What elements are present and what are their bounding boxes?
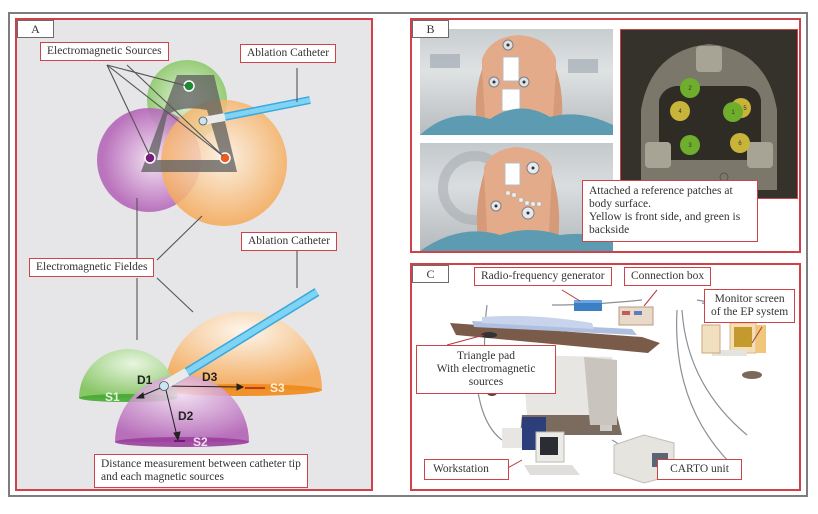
figure-frame bbox=[8, 12, 808, 497]
purple-hemisphere bbox=[115, 375, 249, 442]
panel-b: 2 4 5 1 3 6 B Attached a reference patch… bbox=[410, 18, 801, 253]
svg-text:1: 1 bbox=[731, 110, 735, 116]
panel-a-letter: A bbox=[17, 20, 54, 38]
panel-c: C Radio-frequency generator Connection b… bbox=[410, 263, 801, 491]
reference-patch-map: 2 4 5 1 3 6 bbox=[620, 29, 798, 199]
svg-text:2: 2 bbox=[688, 86, 692, 92]
workstation-device bbox=[502, 417, 580, 475]
svg-text:5: 5 bbox=[743, 106, 747, 112]
ablation-catheter-bottom bbox=[159, 288, 320, 391]
patch-6-front: 6 bbox=[730, 133, 750, 153]
label-distance-measurement: Distance measurement between catheter ti… bbox=[94, 454, 308, 488]
panel-c-letter: C bbox=[412, 265, 449, 283]
distance-text-line2: and each magnetic sources bbox=[101, 471, 224, 483]
monitor-text-line1: Monitor screen bbox=[714, 293, 785, 305]
triangle-pad-device bbox=[481, 332, 497, 338]
reference-patches-caption: Attached a reference patches at body sur… bbox=[582, 180, 758, 242]
mark-s1: S1 bbox=[105, 390, 120, 404]
panel-b-letter: B bbox=[412, 20, 449, 38]
leader-lines-top bbox=[106, 64, 298, 340]
triangle-pad bbox=[141, 75, 237, 172]
orange-hemisphere bbox=[165, 311, 322, 390]
monitor-text-line2: of the EP system bbox=[711, 306, 789, 318]
svg-text:3: 3 bbox=[688, 143, 692, 149]
patch-3-back: 3 bbox=[680, 135, 700, 155]
mark-s2: S2 bbox=[193, 435, 208, 449]
label-rf-generator: Radio-frequency generator bbox=[474, 267, 612, 286]
photo-patient-front bbox=[420, 143, 613, 251]
label-triangle-pad: Triangle pad With electromagnetic source… bbox=[416, 345, 556, 394]
carto-system-illustration bbox=[446, 289, 766, 484]
label-electromagnetic-fields: Electromagnetic Fieldes bbox=[29, 258, 155, 277]
label-carto-unit: CARTO unit bbox=[657, 459, 742, 480]
triangle-text-line3: sources bbox=[468, 376, 504, 388]
panel-a: D1 D3 D2 S1 S3 S2 A Electromagnetic Sour… bbox=[15, 18, 373, 491]
label-workstation: Workstation bbox=[424, 459, 509, 480]
triangle-text-line1: Triangle pad bbox=[456, 350, 516, 362]
ep-monitor-device bbox=[701, 322, 766, 379]
label-connection-box: Connection box bbox=[624, 267, 712, 286]
caption-line: backside bbox=[589, 224, 630, 236]
patch-2-back: 2 bbox=[680, 78, 700, 98]
mark-s3: S3 bbox=[270, 381, 285, 395]
purple-source-dot bbox=[144, 152, 156, 164]
mark-d1: D1 bbox=[137, 373, 153, 387]
svg-text:6: 6 bbox=[738, 141, 742, 147]
patch-1-back: 1 bbox=[723, 102, 743, 122]
caption-line: body surface. bbox=[589, 198, 651, 210]
label-monitor-screen: Monitor screen of the EP system bbox=[704, 289, 796, 323]
label-ablation-catheter-bottom: Ablation Catheter bbox=[241, 232, 338, 251]
label-electromagnetic-sources: Electromagnetic Sources bbox=[40, 42, 169, 61]
photo-patient-back bbox=[420, 29, 613, 135]
mark-d3: D3 bbox=[202, 370, 218, 384]
svg-text:4: 4 bbox=[678, 109, 682, 115]
label-ablation-catheter-top: Ablation Catheter bbox=[240, 44, 337, 63]
patch-4-front: 4 bbox=[670, 101, 690, 121]
connection-box-device bbox=[618, 306, 654, 326]
ablation-catheter-top bbox=[198, 96, 311, 126]
rf-generator-device bbox=[574, 300, 602, 311]
triangle-text-line2: With electromagnetic bbox=[436, 363, 536, 375]
caption-line: Yellow is front side, and green is bbox=[589, 211, 741, 223]
caption-line: Attached a reference patches at bbox=[589, 185, 733, 197]
green-source-dot bbox=[183, 80, 195, 92]
mark-d2: D2 bbox=[178, 409, 194, 423]
distance-text-line1: Distance measurement between catheter ti… bbox=[101, 458, 301, 470]
panel-a-illustration: D1 D3 D2 S1 S3 S2 bbox=[79, 60, 322, 449]
